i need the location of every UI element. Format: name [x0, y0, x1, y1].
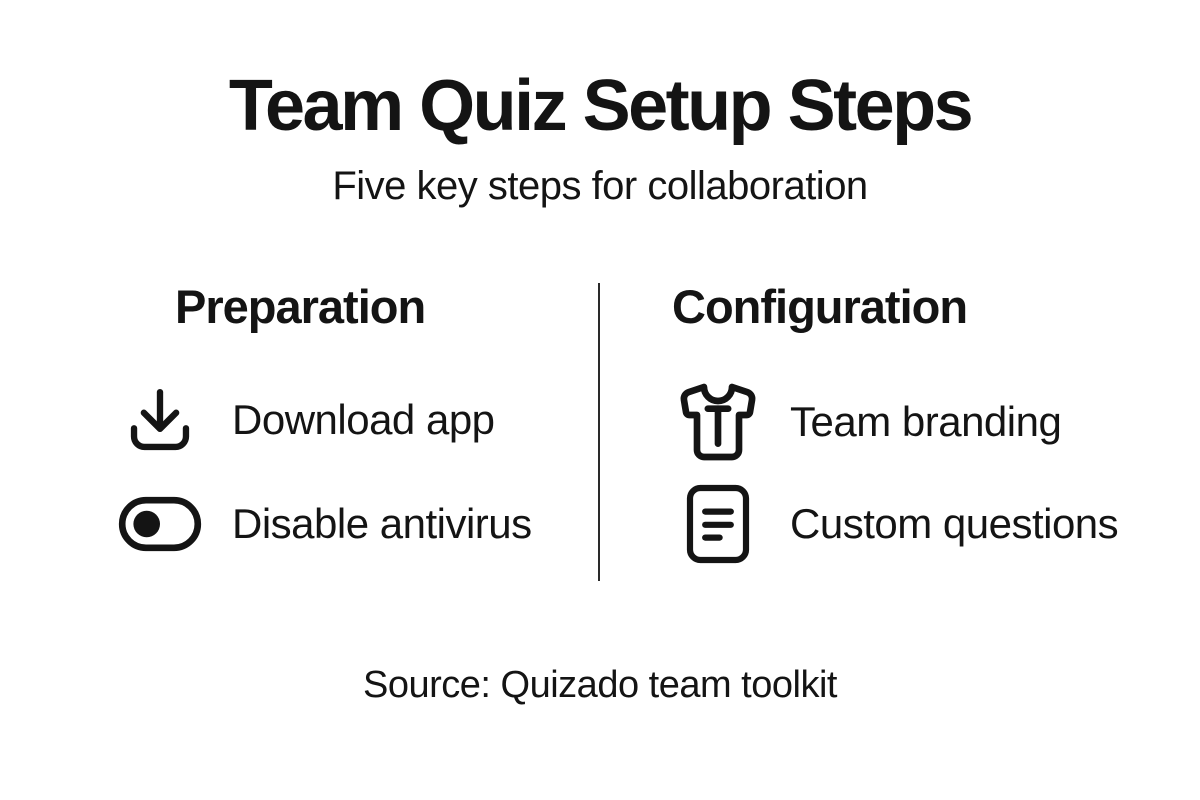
icon-slot — [674, 484, 762, 564]
item-label: Download app — [232, 395, 495, 443]
icon-slot — [116, 496, 204, 552]
source-text: Source: Quizado team toolkit — [363, 664, 837, 706]
item-label: Team branding — [790, 397, 1062, 445]
page-title: Team Quiz Setup Steps — [228, 66, 974, 146]
column-heading-configuration: Configuration — [672, 280, 968, 333]
list-item-disable-antivirus: Disable antivirus — [116, 492, 532, 556]
icon-slot — [674, 380, 762, 464]
document-lines-icon — [686, 484, 750, 564]
column-divider — [598, 283, 600, 581]
item-label: Custom questions — [790, 499, 1119, 547]
icon-slot — [116, 382, 204, 458]
tshirt-icon — [680, 383, 756, 461]
toggle-off-icon — [118, 496, 202, 552]
item-label: Disable antivirus — [232, 499, 532, 547]
list-item-download-app: Download app — [116, 378, 495, 462]
column-heading-preparation: Preparation — [175, 280, 426, 333]
list-item-team-branding: Team branding — [674, 378, 1062, 466]
download-icon — [130, 388, 190, 451]
list-item-custom-questions: Custom questions — [674, 482, 1119, 566]
page-subtitle: Five key steps for collaboration — [332, 164, 868, 208]
